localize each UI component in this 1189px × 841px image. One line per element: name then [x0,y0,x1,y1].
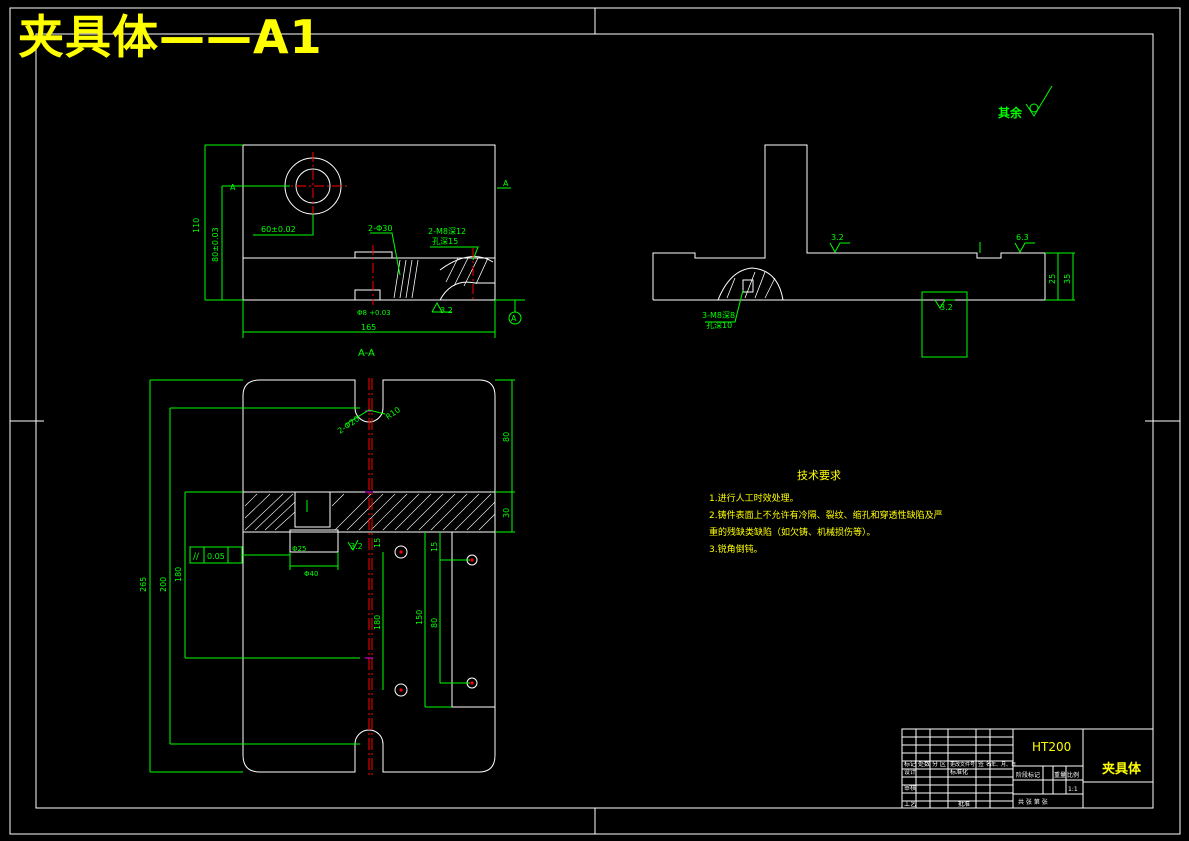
plan-roughness: 3.2 [350,542,363,551]
front-view: 110 80±0.03 60±0.02 2-Φ30 2-M8深12 孔深15 1… [192,144,525,359]
tech-note-2: 2.铸件表面上不允许有冷隔、裂纹、缩孔和穿透性缺陷及严 [709,509,943,521]
tb-label-mark: 标记 [904,760,916,768]
tb-label-design: 设计 [904,768,916,776]
front-dim-center-h: 80±0.03 [211,227,220,262]
parallelism-icon: // [193,552,200,562]
plan-dim-inner: 180 [174,567,183,582]
tb-stage-mark: 阶段标记 [1016,771,1040,779]
section-marker-left: A [230,183,236,192]
tb-label-count: 处数 [918,760,930,768]
side-roughness-b: 6.3 [1016,233,1029,242]
tb-sheet-info: 共 张 第 张 [1018,798,1048,806]
tb-label-change-doc: 更改文件号 [950,761,975,768]
front-dim-slot: 2-Φ30 [368,224,392,233]
front-dim-thread-depth: 孔深15 [432,237,458,246]
tb-label-standard: 标准化 [950,768,968,776]
side-dim-h2: 35 [1063,274,1072,284]
side-dim-thread: 3-M8深8 [702,311,735,320]
hole-center-markers [399,550,474,692]
plan-dim-span: 180 [373,615,382,630]
front-roughness: 3.2 [440,306,453,315]
front-dim-hole-pos: 60±0.02 [261,225,296,234]
tb-label-sign: 签 名 [978,760,992,768]
title-block: HT200 夹具体 标记 处数 分 区 更改文件号 签 名 年、月、日 设计 标… [901,728,1154,809]
part-name: 夹具体 [1102,761,1142,777]
front-datum-label: A [511,314,517,323]
section-marker-right: A [503,179,509,188]
sheet-title: 夹具体——A1 [18,10,323,64]
tb-label-review: 审核 [904,784,916,792]
tb-weight: 重量 [1054,771,1066,779]
plan-dim-band: 30 [502,508,511,518]
tb-scale: 1:1 [1068,786,1078,793]
side-view: 3.2 6.3 25 35 3-M8深8 孔深10 3.2 其余 [652,85,1075,358]
front-dim-small: Φ8 +0.03 [357,309,391,317]
plan-view: 265 200 180 80 30 180 150 80 15 15 2-Φ20… [139,378,515,778]
tech-note-1: 1.进行人工时效处理。 [709,492,799,504]
tech-note-3: 重的残缺类缺陷（如欠铸、机械损伤等）。 [709,526,876,538]
tech-note-4: 3.锐角倒钝。 [709,543,763,555]
plan-dim-mid: 200 [159,577,168,592]
plan-tolerance: 0.05 [207,552,225,561]
tb-scale-label: 比例 [1067,771,1079,779]
tb-label-approve: 批准 [958,800,970,808]
front-dim-overall-h: 110 [192,218,201,233]
plan-dim-r1: 15 [373,538,382,548]
plan-dim-hole2: Φ40 [304,570,318,578]
side-roughness-a: 3.2 [831,233,844,242]
section-hatch [244,493,496,531]
tb-label-zone: 分 区 [932,760,946,768]
plan-dim-right1: 150 [415,610,424,625]
side-roughness-c: 3.2 [940,303,953,312]
plan-dim-slot: 2-Φ20 [336,414,361,435]
plan-dim-right2: 80 [430,618,439,628]
technical-requirements: 技术要求 1.进行人工时效处理。 2.铸件表面上不允许有冷隔、裂纹、缩孔和穿透性… [709,469,943,555]
sheet-frame [9,7,1181,835]
plan-dim-r2: 15 [430,542,439,552]
side-dim-h1: 25 [1048,274,1057,284]
plan-dim-radius: R10 [384,405,402,421]
tech-title: 技术要求 [797,469,841,482]
front-dim-width: 165 [361,323,376,332]
material: HT200 [1032,740,1071,754]
front-dim-thread: 2-M8深12 [428,227,466,236]
plan-dim-top: 80 [502,432,511,442]
plan-dim-total: 265 [139,577,148,592]
roughness-note: 其余 [998,105,1023,120]
side-dim-thread-depth: 孔深10 [706,321,732,330]
plan-dim-hole: Φ25 [292,545,306,553]
roughness-symbol-icon [1025,85,1053,117]
tb-label-date: 年、月、日 [991,761,1016,768]
section-label: A-A [358,348,375,359]
tb-label-process: 工艺 [904,800,916,808]
